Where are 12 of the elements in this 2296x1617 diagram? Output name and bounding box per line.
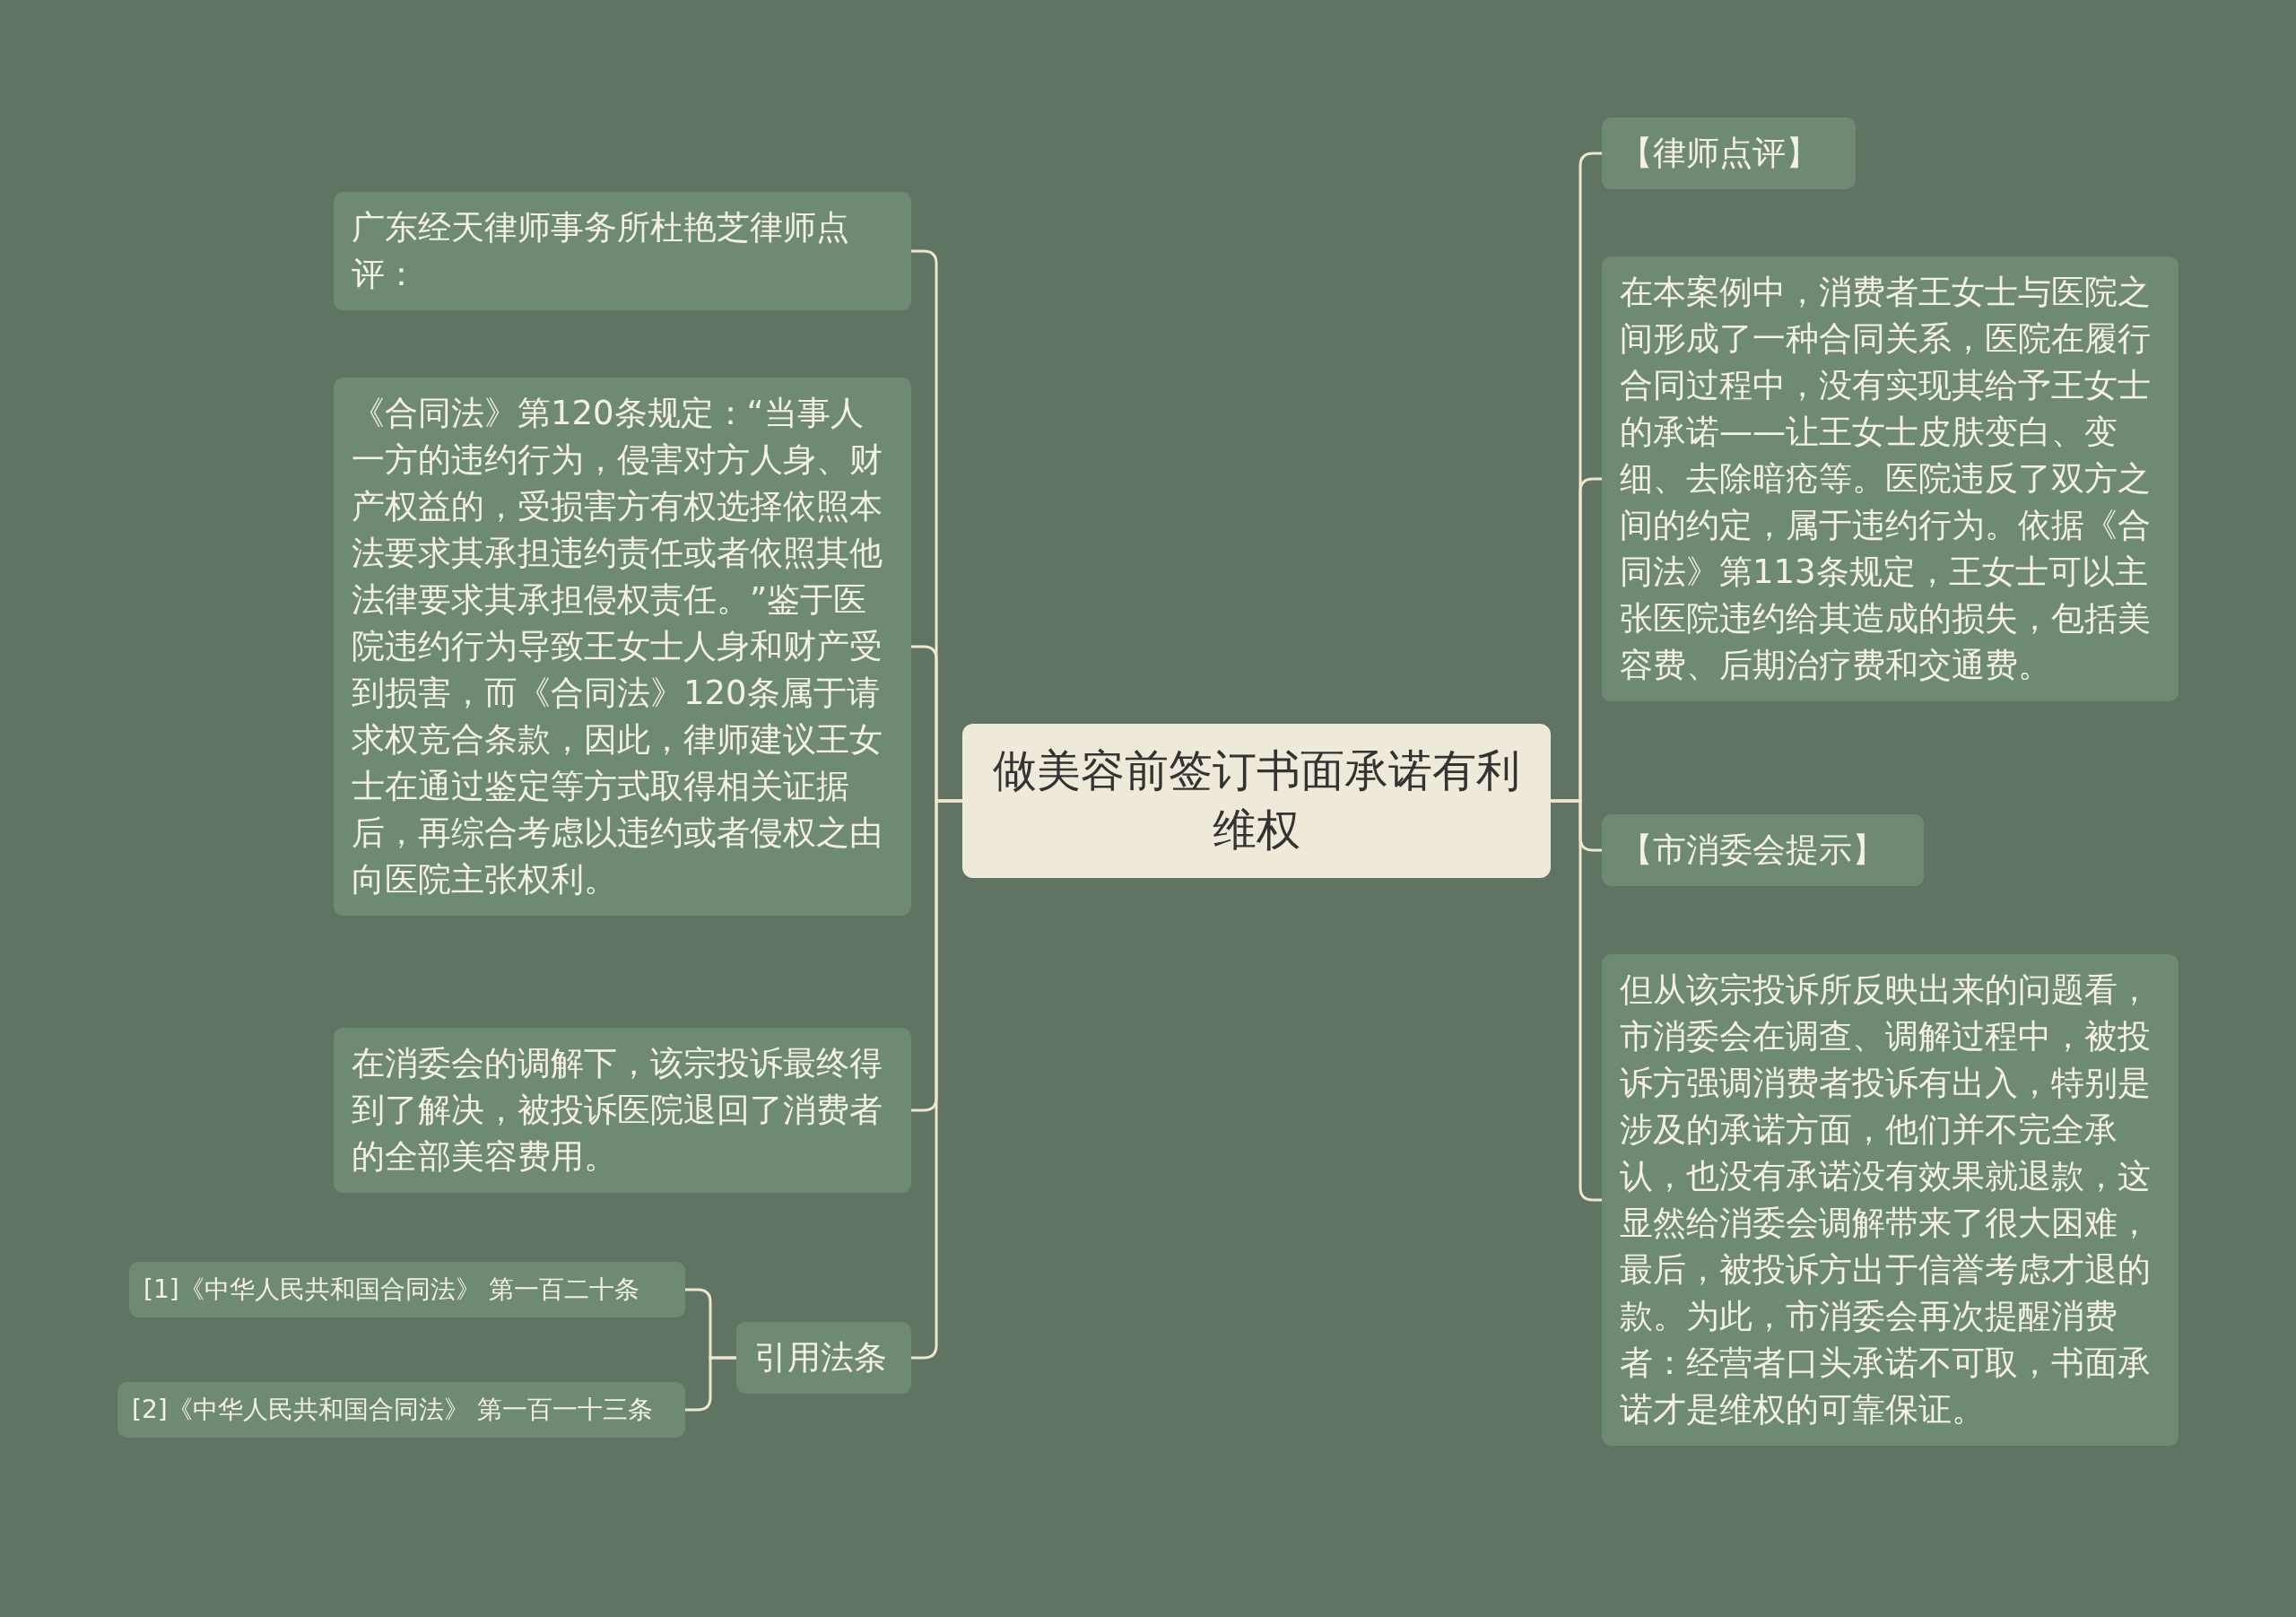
text-box: 《合同法》第120条规定：“当事人一方的违约行为，侵害对方人身、财产权益的，受损害方有权选择依照本法要求其承担违约责任或者依照其他法律要求其承担侵权责任。”鉴于医院违约行为导致王女士人身和财产受到损害，而《合同法》120条属于请求权竞合条款，因此，律师建议王女士在通过鉴定等方式取得相关证据后，再综合考虑以违约或者侵权之由向医院主张权利。 <box>334 378 911 916</box>
text-box: 广东经天律师事务所杜艳芝律师点评： <box>334 192 911 310</box>
text-box: 【律师点评】 <box>1602 117 1856 189</box>
text-box: 但从该宗投诉所反映出来的问题看，市消委会在调查、调解过程中，被投诉方强调消费者投诉有出入，特别是涉及的承诺方面，他们并不完全承认，也没有承诺没有效果就退款，这显然给消委会调解带来了很大困难，最后，被投诉方出于信誉考虑才退的款。为此，市消委会再次提醒消费者：经营者口头承诺不可取，书面承诺才是维权的可靠保证。 <box>1602 954 2179 1446</box>
text-box: [1]《中华人民共和国合同法》 第一百二十条 <box>129 1262 685 1317</box>
text-box: 在消委会的调解下，该宗投诉最终得到了解决，被投诉医院退回了消费者的全部美容费用。 <box>334 1028 911 1193</box>
connector-line <box>1551 799 1602 1202</box>
topic-box: 做美容前签订书面承诺有利维权 <box>962 724 1551 878</box>
text-box: [2]《中华人民共和国合同法》 第一百一十三条 <box>117 1382 685 1438</box>
text-box: 【市消委会提示】 <box>1602 814 1924 886</box>
text-box: 在本案例中，消费者王女士与医院之间形成了一种合同关系，医院在履行合同过程中，没有实现其给予王女士的承诺——让王女士皮肤变白、变细、去除暗疮等。医院违反了双方之间的约定，属于违约行为。依据《合同法》第113条规定，王女士可以主张医院违约给其造成的损失，包括美容费、后期治疗费和交通费。 <box>1602 256 2179 701</box>
text-box: 引用法条 <box>736 1322 911 1394</box>
